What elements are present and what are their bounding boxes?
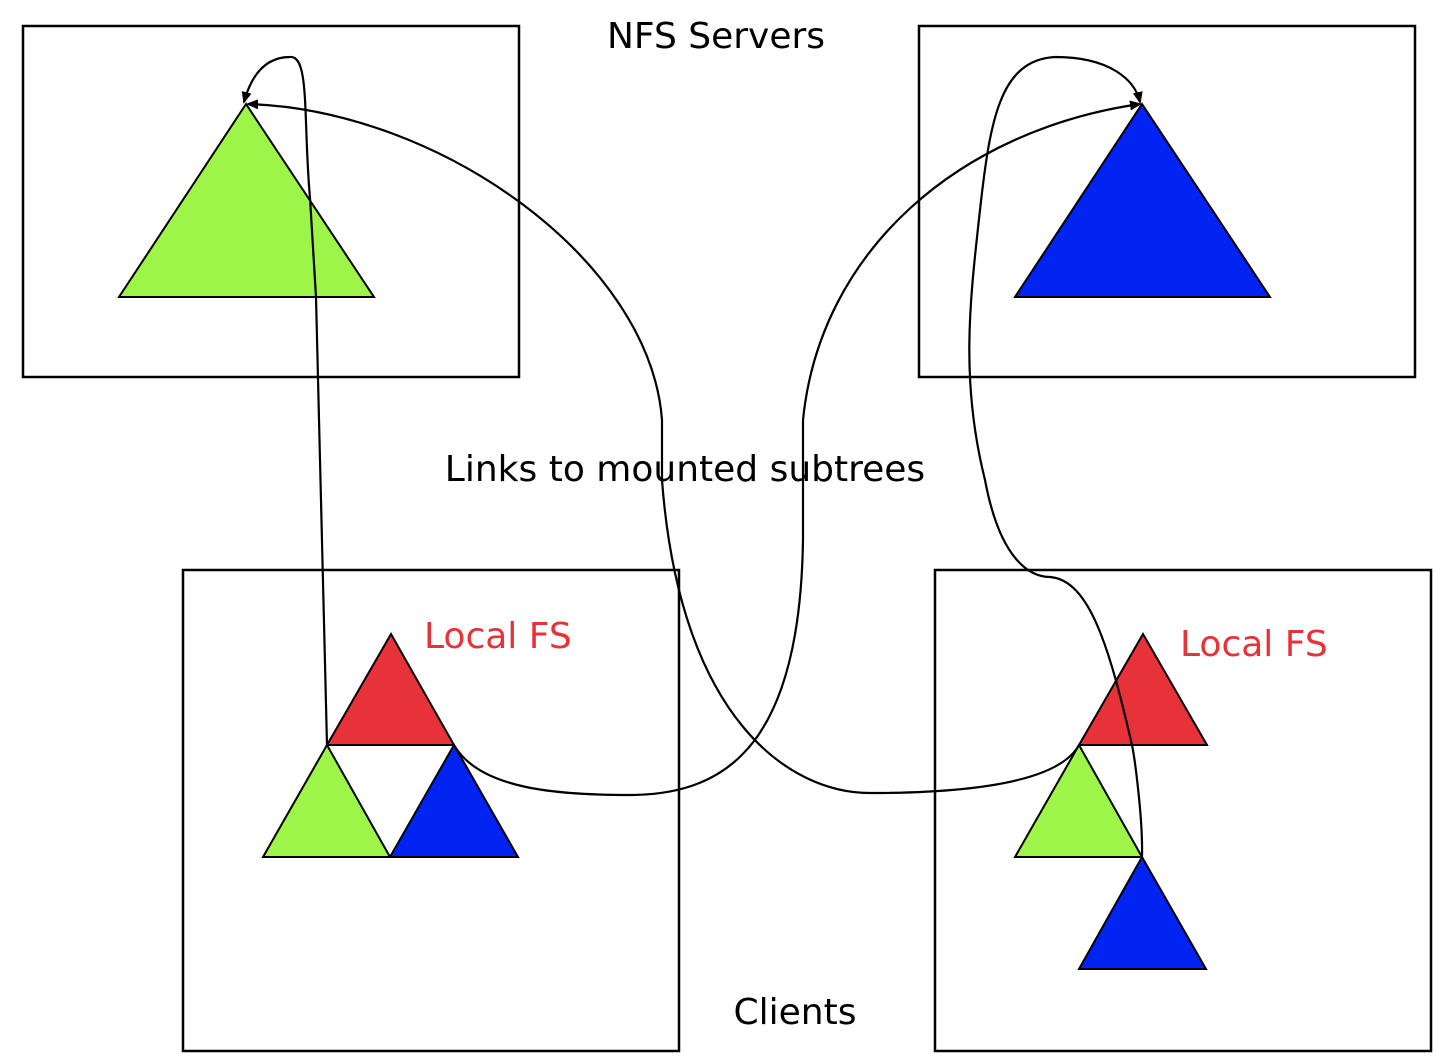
link-left-client-green-to-server-green — [241, 55, 329, 746]
left-local-fs-label: Local FS — [424, 616, 572, 657]
nfs-servers-label: NFS Servers — [607, 16, 825, 57]
server-blue-subtree — [1013, 102, 1272, 298]
clients-label: Clients — [734, 992, 857, 1033]
left-client-green-mount-triangle — [261, 742, 392, 858]
right-client-blue-mount-triangle — [1077, 854, 1208, 970]
link-right-client-green-to-server-green — [246, 99, 1080, 795]
left-client-blue-mount-triangle — [388, 742, 520, 858]
right-client-local-fs-triangle — [1077, 631, 1209, 746]
link-right-client-blue-to-server-blue — [968, 55, 1144, 858]
right-client-green-mount-triangle — [1013, 742, 1144, 858]
link-left-client-blue-to-server-blue — [453, 100, 1142, 797]
client-right-box — [933, 568, 1433, 1053]
links-label: Links to mounted subtrees — [445, 449, 925, 490]
left-client-local-fs-triangle — [325, 631, 456, 746]
right-local-fs-label: Local FS — [1180, 624, 1328, 665]
